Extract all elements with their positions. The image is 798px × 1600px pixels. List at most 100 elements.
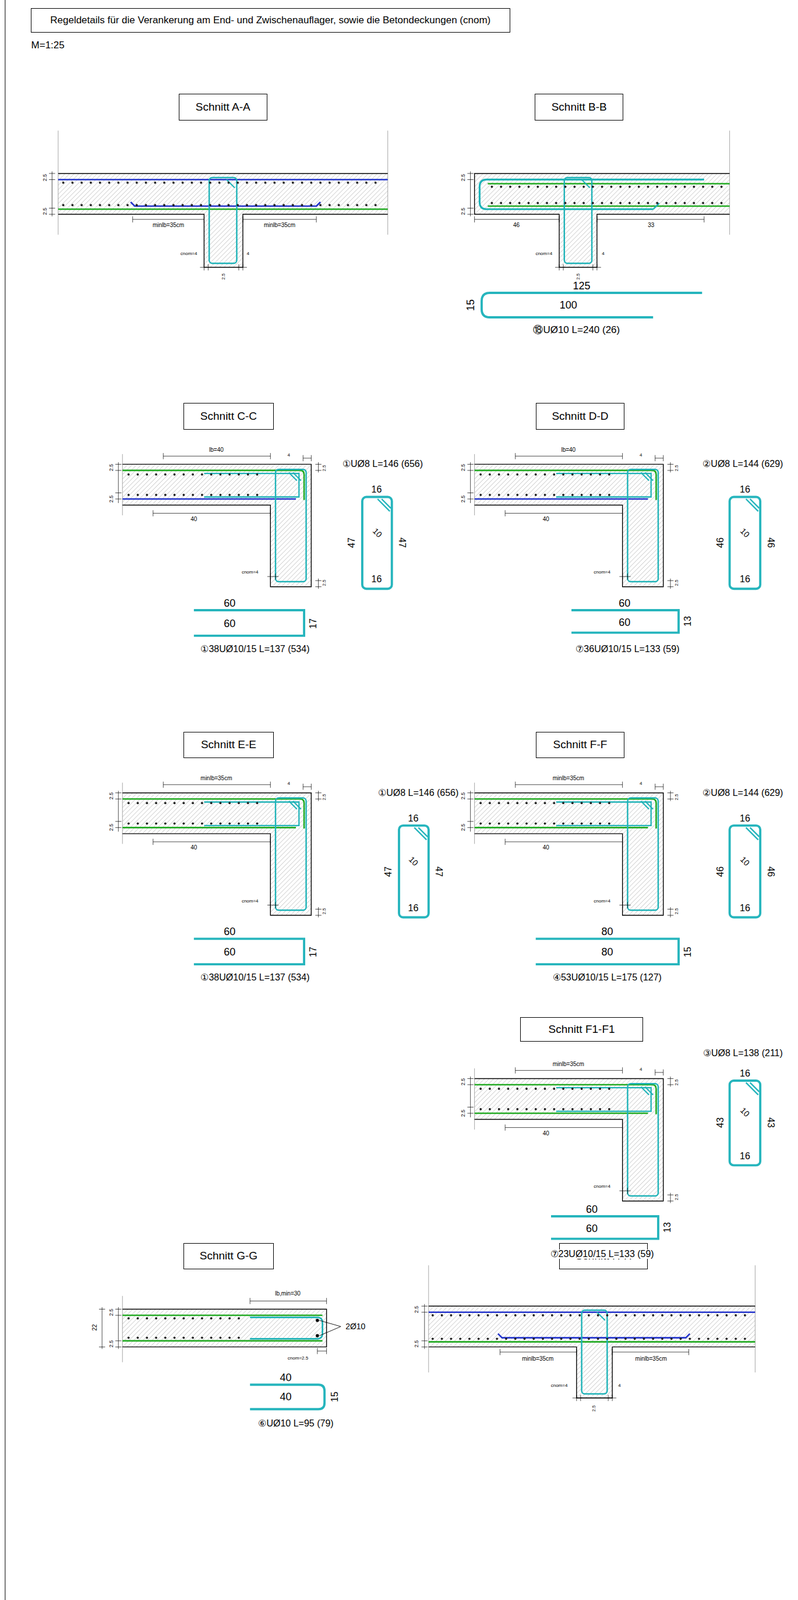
dimension-label: 2.5 <box>42 207 48 217</box>
transverse-bar <box>468 1337 471 1341</box>
transverse-bar <box>655 185 659 189</box>
transverse-bar <box>633 1337 637 1341</box>
transverse-bar <box>477 1314 480 1317</box>
transverse-bar <box>573 185 576 189</box>
dimension-label: 16 <box>407 904 420 914</box>
transverse-bar <box>683 185 687 189</box>
dimension-label: cnom=4 <box>592 899 612 905</box>
transverse-bar <box>525 1108 528 1111</box>
transverse-bar <box>598 1088 602 1091</box>
section-label-box: Schnitt C-C <box>183 403 274 430</box>
transverse-bar <box>136 1317 140 1320</box>
transverse-bar <box>734 1337 737 1341</box>
transverse-bar <box>200 473 204 476</box>
transverse-bar <box>440 1314 444 1317</box>
transverse-bar <box>479 473 482 476</box>
transverse-bar <box>71 181 74 185</box>
transverse-bar <box>237 493 240 497</box>
transverse-bar <box>720 185 723 189</box>
transverse-bar <box>716 1314 719 1317</box>
dimension-label: 2.5 <box>108 823 114 833</box>
transverse-bar <box>273 203 276 207</box>
transverse-bar <box>518 185 521 189</box>
dimension-label: 2.5 <box>108 495 114 504</box>
transverse-bar <box>637 202 641 205</box>
transverse-bar <box>228 802 231 805</box>
dimension-label: 43 <box>715 1117 726 1129</box>
transverse-bar <box>608 473 611 476</box>
transverse-bar <box>628 202 631 205</box>
transverse-bar <box>589 822 592 825</box>
transverse-bar <box>145 181 148 185</box>
transverse-bar <box>191 493 194 497</box>
transverse-bar <box>734 1314 737 1317</box>
transverse-bar <box>374 181 377 185</box>
transverse-bar <box>495 1314 499 1317</box>
dimension-label: 80 <box>600 947 614 958</box>
transverse-bar <box>534 1108 538 1111</box>
transverse-bar <box>291 203 295 207</box>
transverse-bar <box>674 185 677 189</box>
transverse-bar <box>571 473 574 476</box>
dimension-label: 100 <box>559 299 578 311</box>
dimension-label: 2.5 <box>413 1305 419 1315</box>
transverse-bar <box>507 1108 510 1111</box>
dimension-label: 2.5 <box>460 823 466 833</box>
dimension-label: 46 <box>765 866 776 878</box>
bar-schedule-label: ①38UØ10/15 L=137 (534) <box>199 973 310 983</box>
transverse-bar <box>237 1337 240 1340</box>
transverse-bar <box>518 202 521 205</box>
bar-shapes <box>193 610 679 1410</box>
dimension-label: 2.5 <box>460 207 466 217</box>
dimension-label: minlb=35cm <box>552 775 585 782</box>
transverse-bar <box>227 181 231 185</box>
transverse-bar <box>571 822 574 825</box>
transverse-bar <box>200 802 204 805</box>
transverse-bar <box>707 1337 710 1341</box>
transverse-bar <box>319 203 322 207</box>
transverse-bar <box>154 1317 158 1320</box>
transverse-bar <box>711 185 714 189</box>
transverse-bar <box>569 1337 572 1341</box>
transverse-bar <box>173 493 176 497</box>
transverse-bar <box>136 493 140 497</box>
transverse-bar <box>182 802 185 805</box>
transverse-bar <box>578 1314 581 1317</box>
transverse-bar <box>210 1337 213 1340</box>
transverse-bar <box>608 802 611 805</box>
transverse-bar <box>236 203 239 207</box>
title-box: Regeldetails für die Verankerung am End-… <box>30 8 511 33</box>
frame-line <box>4 0 6 1600</box>
transverse-bar <box>237 1317 240 1320</box>
dimension-label: 4 <box>638 1067 643 1073</box>
scale-label: M=1:25 <box>30 40 66 51</box>
transverse-bar <box>507 493 510 497</box>
transverse-bar <box>643 1314 646 1317</box>
dimension-label: 13 <box>662 1222 673 1234</box>
transverse-bar <box>525 822 528 825</box>
transverse-bar <box>498 802 501 805</box>
transverse-bar <box>191 822 194 825</box>
section-title: Schnitt F-F <box>553 738 608 752</box>
transverse-bar <box>182 473 185 476</box>
dimension-label: minlb=35cm <box>521 1356 554 1363</box>
transverse-bar <box>498 493 501 497</box>
transverse-bar <box>440 1337 444 1341</box>
dimension-label: minlb=35cm <box>152 222 185 229</box>
transverse-bar <box>544 493 547 497</box>
transverse-bar <box>608 1108 611 1111</box>
dimension-label: 2.5 <box>413 1340 419 1350</box>
transverse-bar <box>665 185 668 189</box>
dimension-label: 2.5 <box>322 793 327 801</box>
section-title: Schnitt B-B <box>551 100 607 114</box>
transverse-bar <box>136 802 140 805</box>
transverse-bar <box>486 1337 489 1341</box>
transverse-bar <box>256 802 259 805</box>
transverse-bar <box>355 203 359 207</box>
transverse-bar <box>246 822 250 825</box>
section-b <box>467 130 730 318</box>
transverse-bar <box>172 203 175 207</box>
transverse-bar <box>582 185 585 189</box>
transverse-bar <box>191 473 194 476</box>
transverse-bar <box>228 822 231 825</box>
